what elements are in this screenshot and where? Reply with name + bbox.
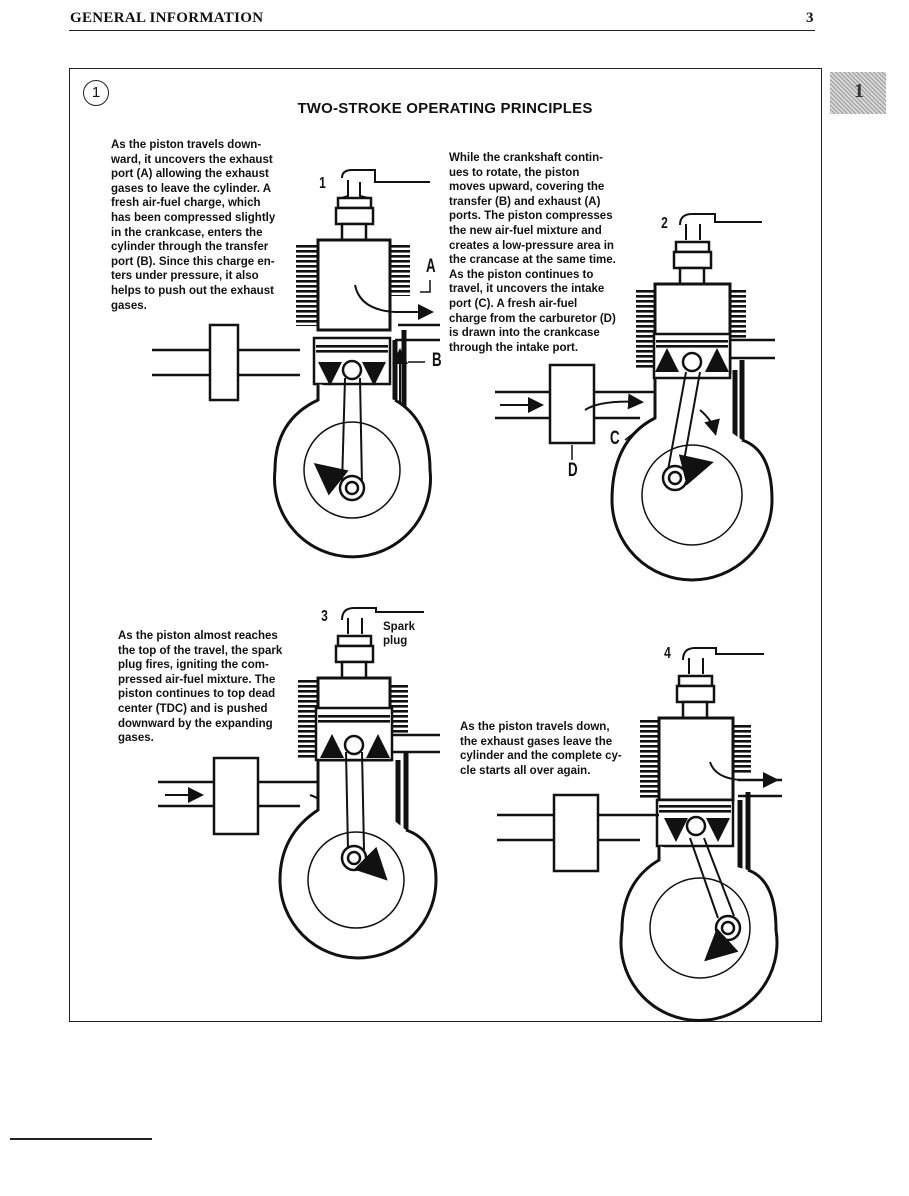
figure-title: TWO-STROKE OPERATING PRINCIPLES (297, 100, 593, 117)
spark-plug-label: Spark plug (383, 621, 415, 647)
paragraph-step-3: As the piston almost reaches the top of … (118, 630, 283, 745)
step-label-4: 4 (664, 645, 671, 662)
engine-diagram-1 (152, 169, 440, 559)
engine-diagram-4 (497, 647, 782, 1022)
chapter-tab-label: 1 (854, 80, 864, 102)
engine-diagram-2 (495, 213, 775, 582)
callout-b-transfer-port: B (432, 350, 442, 371)
page-number: 3 (806, 10, 814, 26)
engine-diagram-3 (158, 607, 440, 960)
figure-frame (69, 68, 822, 1022)
chapter-tab[interactable]: 1 (830, 72, 886, 114)
spark-plug-icon (334, 607, 424, 680)
step-label-2: 2 (661, 215, 668, 232)
spark-plug-icon (672, 213, 762, 286)
paragraph-step-1: As the piston travels down- ward, it unc… (111, 139, 276, 312)
callout-c-intake-port: C (610, 428, 620, 449)
step-label-1: 1 (319, 175, 326, 192)
paragraph-step-2: While the crankshaft contin- ues to rota… (449, 152, 616, 354)
header-rule (69, 30, 815, 31)
callout-d-carburetor: D (568, 460, 578, 481)
spark-plug-icon (334, 169, 430, 242)
footer-rule (10, 1138, 152, 1140)
step-label-3: 3 (321, 608, 328, 625)
paragraph-step-4: As the piston travels down, the exhaust … (460, 721, 622, 777)
figure-number-badge: 1 (83, 80, 109, 106)
callout-a-exhaust-port: A (426, 256, 436, 277)
header-title: GENERAL INFORMATION (70, 10, 264, 26)
spark-plug-icon (675, 647, 764, 720)
